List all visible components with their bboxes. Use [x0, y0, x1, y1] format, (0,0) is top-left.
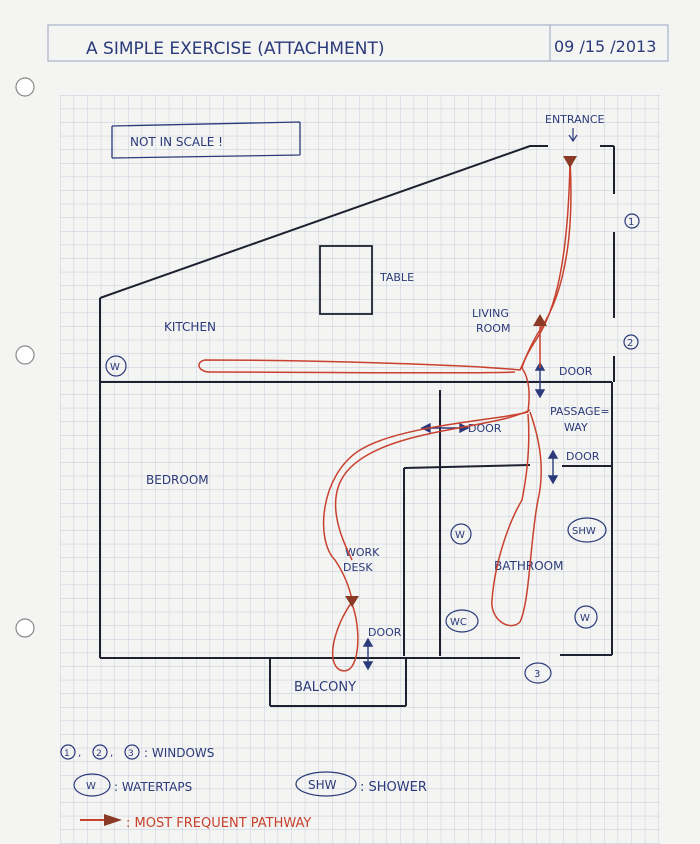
label-work-desk-2: DESK	[343, 561, 373, 574]
window-markers: 1 2 3	[524, 213, 640, 684]
window-1-number: 1	[628, 217, 634, 228]
legend-pathway-arrowhead	[104, 814, 122, 826]
header-date: 09 /15 /2013	[554, 37, 656, 56]
not-in-scale-note: NOT IN SCALE !	[111, 121, 301, 159]
legend-shower-text: : SHOWER	[360, 780, 427, 795]
label-door-bathroom: DOOR	[566, 450, 600, 463]
binder-hole-top	[15, 77, 35, 97]
label-work-desk-1: WORK	[345, 546, 380, 559]
label-door-living: DOOR	[559, 365, 593, 378]
svg-text:,: ,	[110, 748, 113, 759]
shower-symbol: SHW	[572, 526, 596, 537]
window-3-number: 3	[534, 669, 540, 680]
wc-symbol: WC	[450, 617, 467, 628]
frequent-pathway	[198, 159, 572, 672]
label-entrance: ENTRANCE	[545, 113, 605, 126]
label-passageway-2: WAY	[564, 421, 588, 434]
fixtures: W W W WC SHW	[105, 355, 607, 633]
legend-windows-text: : WINDOWS	[144, 746, 214, 760]
bath-watertap-right-symbol: W	[580, 613, 590, 624]
pathway-arrowheads	[345, 156, 577, 607]
legend-shower-symbol: SHW	[308, 778, 337, 792]
label-passageway-1: PASSAGE=	[550, 405, 610, 418]
label-table: TABLE	[379, 271, 414, 284]
legend-pathway-text: : MOST FREQUENT PATHWAY	[126, 816, 311, 831]
kitchen-watertap-symbol: W	[110, 362, 120, 373]
path-arrowhead-desk	[345, 596, 359, 607]
legend-window-num-3: 3	[128, 749, 134, 759]
svg-text:,: ,	[78, 748, 81, 759]
walls	[99, 145, 615, 707]
label-door-bedroom: DOOR	[468, 422, 502, 435]
binder-hole-middle	[15, 345, 35, 365]
table-furniture	[319, 245, 373, 315]
path-arrowhead-entrance	[563, 156, 577, 168]
legend-window-num-1: 1	[64, 749, 70, 759]
legend-water-symbol: W	[86, 781, 96, 792]
not-in-scale-text: NOT IN SCALE !	[130, 135, 223, 149]
bath-watertap-left-symbol: W	[455, 530, 465, 541]
label-bathroom: BATHROOM	[494, 559, 563, 573]
label-balcony: BALCONY	[294, 680, 356, 695]
label-kitchen: KITCHEN	[164, 320, 216, 334]
label-door-balcony: DOOR	[368, 626, 402, 639]
legend-water-text: : WATERTAPS	[114, 780, 192, 794]
label-living-room-2: ROOM	[476, 322, 510, 335]
legend: 1 , 2 , 3 : WINDOWS W : WATERTAPS SHW : …	[60, 744, 427, 831]
entrance-arrow-icon	[568, 128, 578, 143]
header-title: A SIMPLE EXERCISE (ATTACHMENT)	[86, 39, 385, 59]
graph-paper-grid	[60, 95, 660, 844]
legend-window-num-2: 2	[96, 749, 102, 759]
binder-hole-bottom	[15, 618, 35, 638]
path-arrowhead-living	[533, 314, 547, 326]
label-living-room-1: LIVING	[472, 307, 509, 320]
window-2-number: 2	[627, 338, 633, 349]
label-bedroom: BEDROOM	[146, 473, 209, 487]
header-box: A SIMPLE EXERCISE (ATTACHMENT) 09 /15 /2…	[47, 24, 669, 62]
